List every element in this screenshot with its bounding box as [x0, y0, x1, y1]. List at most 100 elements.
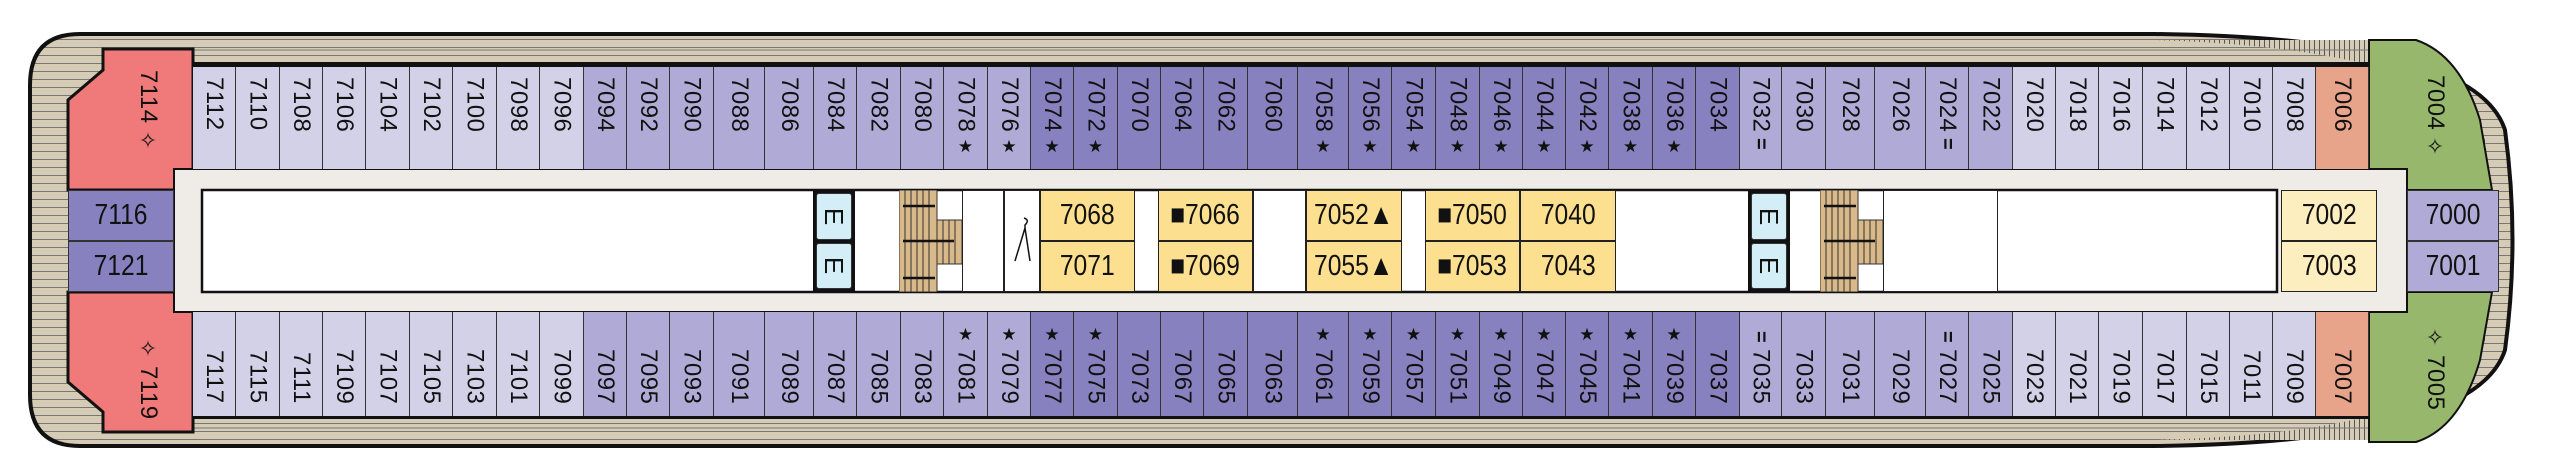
cabin-7047[interactable]: ★7047 [1523, 312, 1566, 416]
cabin-7107[interactable]: 7107 [366, 312, 410, 416]
cabin-7117[interactable]: 7117 [193, 312, 236, 416]
cabin-7090[interactable]: 7090 [670, 67, 714, 169]
suite-7004[interactable]: 7004 ✧ [2400, 75, 2470, 175]
cabin-7063[interactable]: 7063 [1248, 312, 1298, 416]
cabin-7044[interactable]: 7044★ [1523, 67, 1566, 169]
cabin-7010[interactable]: 7010 [2230, 67, 2273, 169]
cabin-7112[interactable]: 7112 [193, 67, 236, 169]
cabin-7024[interactable]: 7024= [1926, 67, 1969, 169]
cabin-7059[interactable]: ★7059 [1349, 312, 1392, 416]
cabin-7079[interactable]: ★7079 [988, 312, 1031, 416]
cabin-7030[interactable]: 7030 [1782, 67, 1826, 169]
cabin-7070[interactable]: 7070 [1118, 67, 1161, 169]
cabin-7071[interactable]: 7071 [1040, 241, 1135, 292]
cabin-7073[interactable]: 7073 [1118, 312, 1161, 416]
cabin-7102[interactable]: 7102 [410, 67, 453, 169]
suite-7119[interactable]: ✧ 7119 [103, 310, 193, 420]
cabin-7042[interactable]: 7042★ [1566, 67, 1609, 169]
cabin-7007[interactable]: 7007 [2316, 312, 2369, 416]
elevator-button[interactable]: E [816, 193, 852, 240]
cabin-7088[interactable]: 7088 [714, 67, 765, 169]
cabin-7046[interactable]: 7046★ [1480, 67, 1523, 169]
cabin-7103[interactable]: 7103 [453, 312, 497, 416]
cabin-7068[interactable]: 7068 [1040, 190, 1135, 241]
cabin-7096[interactable]: 7096 [540, 67, 584, 169]
cabin-7055[interactable]: 7055▲ [1306, 241, 1402, 292]
cabin-7097[interactable]: 7097 [584, 312, 627, 416]
cabin-7104[interactable]: 7104 [366, 67, 410, 169]
cabin-7060[interactable]: 7060 [1248, 67, 1298, 169]
cabin-7026[interactable]: 7026 [1875, 67, 1926, 169]
cabin-7015[interactable]: 7015 [2187, 312, 2230, 416]
cabin-7057[interactable]: ★7057 [1392, 312, 1436, 416]
cabin-7093[interactable]: 7093 [670, 312, 714, 416]
cabin-7075[interactable]: ★7075 [1074, 312, 1118, 416]
cabin-7043[interactable]: 7043 [1520, 241, 1616, 292]
cabin-7080[interactable]: 7080 [901, 67, 944, 169]
cabin-7017[interactable]: 7017 [2143, 312, 2187, 416]
cabin-7082[interactable]: 7082 [857, 67, 901, 169]
cabin-7040[interactable]: 7040 [1520, 190, 1616, 241]
elevator-button[interactable]: E [816, 242, 852, 289]
cabin-7021[interactable]: 7021 [2056, 312, 2099, 416]
elevator-button[interactable]: E [1751, 242, 1787, 289]
cabin-7109[interactable]: 7109 [323, 312, 366, 416]
suite-7114[interactable]: 7114 ✧ [103, 70, 193, 180]
cabin-7002[interactable]: 7002 [2281, 190, 2377, 241]
cabin-7051[interactable]: ★7051 [1436, 312, 1480, 416]
cabin-7092[interactable]: 7092 [627, 67, 670, 169]
cabin-7016[interactable]: 7016 [2099, 67, 2143, 169]
cabin-7050[interactable]: ■ 7050 [1425, 190, 1520, 241]
cabin-7037[interactable]: 7037 [1696, 312, 1740, 416]
cabin-7106[interactable]: 7106 [323, 67, 366, 169]
cabin-7111[interactable]: 7111 [280, 312, 323, 416]
cabin-7105[interactable]: 7105 [410, 312, 453, 416]
suite-7116[interactable]: 7116 [68, 190, 174, 241]
cabin-7058[interactable]: 7058★ [1298, 67, 1349, 169]
cabin-7053[interactable]: ■ 7053 [1425, 241, 1520, 292]
cabin-7108[interactable]: 7108 [280, 67, 323, 169]
cabin-7031[interactable]: 7031 [1826, 312, 1875, 416]
cabin-7009[interactable]: 7009 [2273, 312, 2316, 416]
cabin-7025[interactable]: 7025 [1969, 312, 2013, 416]
cabin-7023[interactable]: 7023 [2013, 312, 2056, 416]
cabin-7065[interactable]: 7065 [1204, 312, 1248, 416]
cabin-7039[interactable]: ★7039 [1653, 312, 1696, 416]
cabin-7020[interactable]: 7020 [2013, 67, 2056, 169]
cabin-7056[interactable]: 7056★ [1349, 67, 1392, 169]
suite-7001[interactable]: 7001 [2407, 241, 2499, 292]
cabin-7038[interactable]: 7038★ [1609, 67, 1653, 169]
cabin-7049[interactable]: ★7049 [1480, 312, 1523, 416]
cabin-7035[interactable]: =7035 [1740, 312, 1782, 416]
cabin-7087[interactable]: 7087 [814, 312, 857, 416]
suite-7005[interactable]: ✧ 7005 [2400, 310, 2470, 410]
cabin-7006[interactable]: 7006 [2316, 67, 2369, 169]
cabin-7052[interactable]: 7052▲ [1306, 190, 1402, 241]
cabin-7115[interactable]: 7115 [236, 312, 280, 416]
cabin-7045[interactable]: ★7045 [1566, 312, 1609, 416]
cabin-7083[interactable]: 7083 [901, 312, 944, 416]
elevator-button[interactable]: E [1751, 193, 1787, 240]
cabin-7100[interactable]: 7100 [453, 67, 497, 169]
cabin-7019[interactable]: 7019 [2099, 312, 2143, 416]
cabin-7036[interactable]: 7036★ [1653, 67, 1696, 169]
cabin-7061[interactable]: ★7061 [1298, 312, 1349, 416]
cabin-7067[interactable]: 7067 [1161, 312, 1204, 416]
cabin-7062[interactable]: 7062 [1204, 67, 1248, 169]
cabin-7041[interactable]: ★7041 [1609, 312, 1653, 416]
cabin-7077[interactable]: ★7077 [1031, 312, 1074, 416]
cabin-7048[interactable]: 7048★ [1436, 67, 1480, 169]
cabin-7028[interactable]: 7028 [1826, 67, 1875, 169]
cabin-7098[interactable]: 7098 [497, 67, 540, 169]
cabin-7091[interactable]: 7091 [714, 312, 765, 416]
cabin-7094[interactable]: 7094 [584, 67, 627, 169]
cabin-7011[interactable]: 7011 [2230, 312, 2273, 416]
cabin-7084[interactable]: 7084 [814, 67, 857, 169]
cabin-7085[interactable]: 7085 [857, 312, 901, 416]
cabin-7054[interactable]: 7054★ [1392, 67, 1436, 169]
cabin-7012[interactable]: 7012 [2187, 67, 2230, 169]
cabin-7008[interactable]: 7008 [2273, 67, 2316, 169]
cabin-7066[interactable]: ■7066 [1158, 190, 1253, 241]
cabin-7033[interactable]: 7033 [1782, 312, 1826, 416]
cabin-7074[interactable]: 7074★ [1031, 67, 1074, 169]
